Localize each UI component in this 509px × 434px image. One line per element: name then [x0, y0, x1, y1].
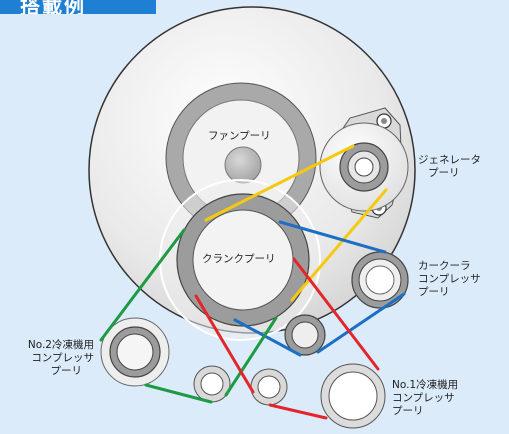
no2-compressor-label-line3: プーリ [50, 365, 83, 377]
belt-green [99, 228, 278, 404]
no2-compressor-label-line1: No.2冷凍機用 [27, 339, 94, 351]
idler-pulley-right [250, 368, 288, 406]
no2-compressor-pulley [100, 317, 170, 387]
generator-pulley [319, 122, 409, 212]
generator-label-line2: プーリ [428, 167, 460, 179]
no1-compressor-pulley [320, 363, 386, 429]
idler-pulley-left [193, 365, 231, 403]
no1-compressor-label: No.1冷凍機用 コンプレッサ プーリ [392, 379, 458, 418]
car-cooler-pulley [351, 251, 409, 309]
crank-pulley [176, 193, 310, 327]
crank-pulley-label-text: クランクプーリ [202, 253, 276, 265]
title-banner: 搭載例 [0, 0, 156, 14]
generator-label-line1: ジェネレータ [418, 154, 481, 166]
belt-yellow [204, 144, 388, 302]
no1-compressor-label-line3: プーリ [392, 405, 424, 417]
generator-label: ジェネレータ プーリ [418, 154, 481, 180]
no1-compressor-label-line1: No.1冷凍機用 [392, 379, 459, 391]
no1-compressor-label-line2: コンプレッサ [392, 392, 455, 404]
fan-pulley-label-text: ファンプーリ [208, 130, 271, 142]
no2-compressor-label: No.2冷凍機用 コンプレッサ プーリ [8, 339, 94, 378]
idler-pulley-small [284, 314, 326, 356]
car-cooler-label-line2: コンプレッサ [418, 273, 481, 285]
crank-pulley-label: クランクプーリ [202, 253, 276, 266]
car-cooler-label-line1: カークーラ [418, 260, 471, 272]
fan-pulley-label: ファンプーリ [208, 130, 271, 143]
car-cooler-label: カークーラ コンプレッサ プーリ [418, 260, 481, 299]
belt-red [194, 257, 380, 420]
car-cooler-label-line3: プーリ [418, 286, 450, 298]
belt-blue [233, 220, 406, 357]
title-text: 搭載例 [20, 0, 86, 14]
no2-compressor-label-line2: コンプレッサ [31, 352, 94, 364]
